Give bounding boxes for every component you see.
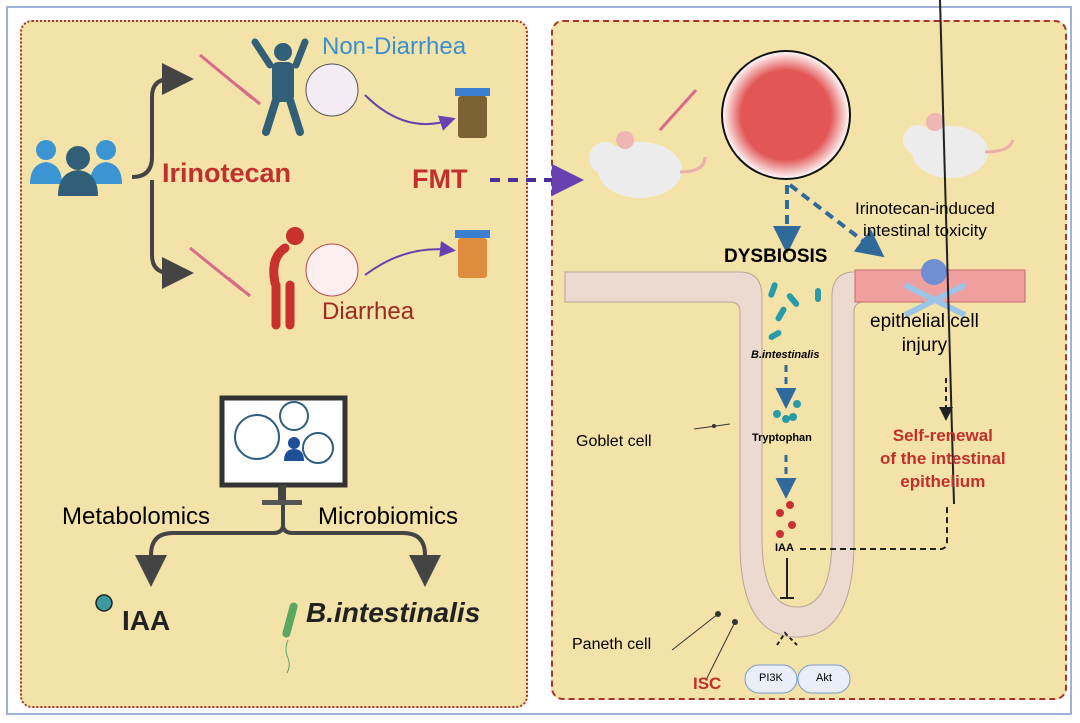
patient-group-icon xyxy=(30,140,122,196)
label-non-diarrhea: Non-Diarrhea xyxy=(322,33,467,60)
branch-arrow-bottom xyxy=(150,180,194,289)
label-dysbiosis: DYSBIOSIS xyxy=(724,246,828,267)
akt-pill xyxy=(797,664,851,694)
skull-crossbones-icon xyxy=(903,259,967,318)
bacteria-cluster xyxy=(768,282,821,340)
label-isc: ISC xyxy=(693,674,722,693)
microbiome-healthy-icon xyxy=(305,63,359,117)
bacterium-icon xyxy=(282,602,298,674)
mouse-icon xyxy=(589,131,707,198)
toxicity-line1: Irinotecan-induced xyxy=(855,199,995,218)
syringe-icon xyxy=(658,88,698,132)
toxicity-line2: intestinal toxicity xyxy=(863,221,987,240)
pi3k-pill xyxy=(744,664,798,694)
label-microbiomics: Microbiomics xyxy=(318,503,459,530)
mouse-icon xyxy=(903,113,1015,178)
tryptophan-molecules xyxy=(773,400,801,423)
label-goblet-cell: Goblet cell xyxy=(576,433,652,450)
result-iaa: IAA xyxy=(122,605,171,636)
iaa-molecules xyxy=(776,501,796,538)
renewal-line3: epithelium xyxy=(900,472,986,491)
label-toxicity: Irinotecan-induced intestinal toxicity xyxy=(855,198,995,242)
label-fmt: FMT xyxy=(412,164,468,194)
syringe-icon xyxy=(199,53,261,106)
injury-line1: epithelial cell xyxy=(870,311,979,332)
stool-sample-cup-icon xyxy=(455,230,490,278)
result-b-intestinalis: B.intestinalis xyxy=(306,597,481,628)
syringe-icon xyxy=(189,246,251,298)
renewal-line2: of the intestinal xyxy=(880,449,1006,468)
label-bacterium: B.intestinalis xyxy=(751,349,820,361)
label-pi3k: PI3K xyxy=(759,672,783,684)
label-paneth-cell: Paneth cell xyxy=(572,636,652,653)
sick-person-icon xyxy=(269,227,304,330)
label-metabolomics: Metabolomics xyxy=(62,503,211,530)
renewal-line1: Self-renewal xyxy=(892,426,993,445)
branch-arrow-top xyxy=(131,63,194,179)
label-iaa: IAA xyxy=(775,542,794,554)
label-self-renewal: Self-renewal of the intestinal epitheliu… xyxy=(880,424,1006,493)
left-panel-clinical xyxy=(20,20,528,708)
stool-sample-cup-icon xyxy=(455,88,490,138)
label-irinotecan: Irinotecan xyxy=(162,158,292,188)
label-tryptophan: Tryptophan xyxy=(752,432,812,444)
inflamed-intestine-icon xyxy=(721,50,851,180)
injury-line2: injury xyxy=(901,335,948,356)
healthy-person-icon xyxy=(251,38,309,136)
label-akt: Akt xyxy=(816,672,832,684)
computer-analysis-icon xyxy=(219,395,348,505)
label-diarrhea: Diarrhea xyxy=(322,298,415,325)
label-injury: epithelial cell injury xyxy=(870,310,979,358)
microbiome-dysbiotic-icon xyxy=(305,243,359,297)
iaa-molecule-icon xyxy=(95,594,113,612)
